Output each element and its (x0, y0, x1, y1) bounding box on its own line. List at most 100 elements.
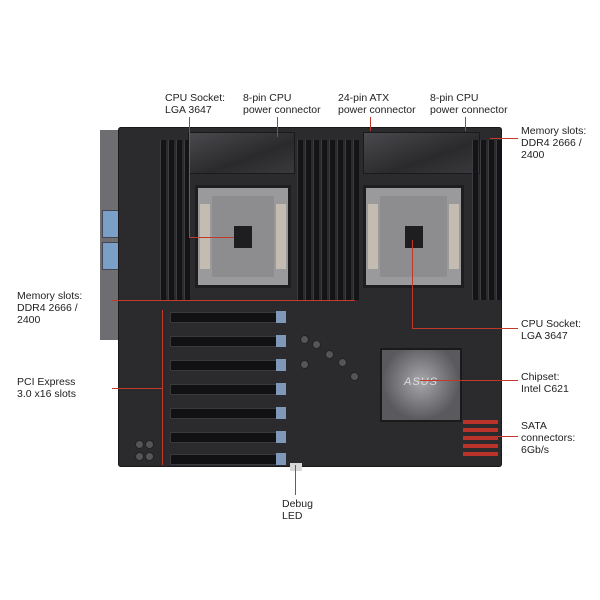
sata-connector (463, 444, 498, 448)
dimm-slot (305, 140, 311, 300)
label-line: 2400 (521, 149, 545, 161)
label-line: 8-pin CPU (430, 92, 479, 104)
pcie-latch (276, 335, 286, 347)
pcie-latch (276, 453, 286, 465)
socket-bracket (200, 204, 210, 269)
label-line: CPU Socket: (521, 318, 582, 330)
dimm-slot (337, 140, 343, 300)
label-line: DDR4 2666 / (521, 137, 582, 149)
leader-line-debug-led (295, 465, 296, 495)
label-line: connectors: (521, 432, 576, 444)
pcie-slot (170, 359, 286, 371)
vrm-heatsink-right (363, 132, 480, 174)
label-line: Memory slots: (17, 290, 83, 302)
capacitor (312, 340, 321, 349)
cpu-socket-left (195, 185, 291, 288)
dimm-slot (345, 140, 351, 300)
pcie-latch (276, 431, 286, 443)
cpu-socket-right (363, 185, 464, 288)
pcie-slot (170, 311, 286, 323)
label-debug-led: Debug LED (282, 498, 313, 522)
label-atx-power: 24-pin ATX power connector (338, 92, 416, 116)
socket-clip (404, 225, 423, 248)
label-line: LED (282, 510, 303, 522)
label-line: 2400 (17, 314, 41, 326)
capacitor (350, 372, 359, 381)
leader-line-cpu-power-right (465, 117, 466, 131)
label-line: 24-pin ATX (338, 92, 390, 104)
label-line: LGA 3647 (521, 330, 568, 342)
leader-line-cpu-power-left (277, 117, 278, 137)
capacitor (135, 440, 144, 449)
sata-connector (463, 436, 498, 440)
dimm-slot (321, 140, 327, 300)
pcie-slot (170, 453, 286, 465)
label-cpu-power-right: 8-pin CPU power connector (430, 92, 508, 116)
leader-line-memory-left (112, 300, 355, 301)
label-cpu-power-left: 8-pin CPU power connector (243, 92, 321, 116)
capacitor (325, 350, 334, 359)
pcie-slot (170, 335, 286, 347)
label-cpu-socket-top: CPU Socket: LGA 3647 (165, 92, 225, 116)
label-line: power connector (338, 104, 416, 116)
label-line: Debug (282, 498, 313, 510)
vrm-heatsink-left (188, 132, 295, 174)
dimm-slot (496, 140, 502, 300)
dimm-slot (176, 140, 182, 300)
sata-connector (463, 420, 498, 424)
leader-line-atx-power (370, 117, 371, 131)
capacitor (135, 452, 144, 461)
dimm-slot (472, 140, 478, 300)
pcie-slot (170, 407, 286, 419)
leader-line-cpu-socket-top (189, 237, 234, 238)
label-line: 6Gb/s (521, 444, 550, 456)
leader-line-pcie (162, 310, 163, 465)
label-sata: SATA connectors: 6Gb/s (521, 420, 575, 456)
dimm-slot (297, 140, 303, 300)
dimm-slot (168, 140, 174, 300)
label-line: 3.0 x16 slots (17, 388, 76, 400)
asus-logo: ASUS (404, 376, 438, 388)
pcie-latch (276, 407, 286, 419)
leader-line-cpu-socket-top (189, 117, 190, 237)
dimm-slot (160, 140, 166, 300)
pcie-slot (170, 431, 286, 443)
capacitor (145, 440, 154, 449)
pcie-slot (170, 383, 286, 395)
pcie-latch (276, 383, 286, 395)
label-line: PCI Express (17, 376, 76, 388)
label-line: DDR4 2666 / (17, 302, 78, 314)
chipset-heatsink: ASUS (380, 348, 462, 422)
dimm-slot (184, 140, 190, 300)
label-line: SATA (521, 420, 547, 432)
socket-bracket (368, 204, 378, 269)
label-memory-left: Memory slots: DDR4 2666 / 2400 (17, 290, 82, 326)
label-line: Intel C621 (521, 383, 569, 395)
label-line: 8-pin CPU (243, 92, 292, 104)
pcie-latch (276, 359, 286, 371)
dimm-slot (329, 140, 335, 300)
pcie-latch (276, 311, 286, 323)
leader-line-cpu-socket-right (412, 328, 518, 329)
label-line: Memory slots: (521, 125, 587, 137)
label-line: Chipset: (521, 371, 560, 383)
debug-led-component (290, 463, 302, 471)
socket-clip (234, 225, 252, 248)
capacitor (300, 360, 309, 369)
dimm-slot (480, 140, 486, 300)
sata-connector (463, 428, 498, 432)
label-line: LGA 3647 (165, 104, 212, 116)
leader-line-chipset (420, 380, 518, 381)
leader-line-memory-right (490, 138, 518, 139)
leader-line-cpu-socket-right (412, 240, 413, 328)
label-pcie: PCI Express 3.0 x16 slots (17, 376, 76, 400)
label-line: power connector (430, 104, 508, 116)
label-chipset: Chipset: Intel C621 (521, 371, 569, 395)
sata-connector (463, 452, 498, 456)
dimm-slot (313, 140, 319, 300)
dimm-slot (488, 140, 494, 300)
leader-line-pcie (112, 388, 162, 389)
dimm-slot (353, 140, 359, 300)
capacitor (145, 452, 154, 461)
socket-bracket (276, 204, 286, 269)
